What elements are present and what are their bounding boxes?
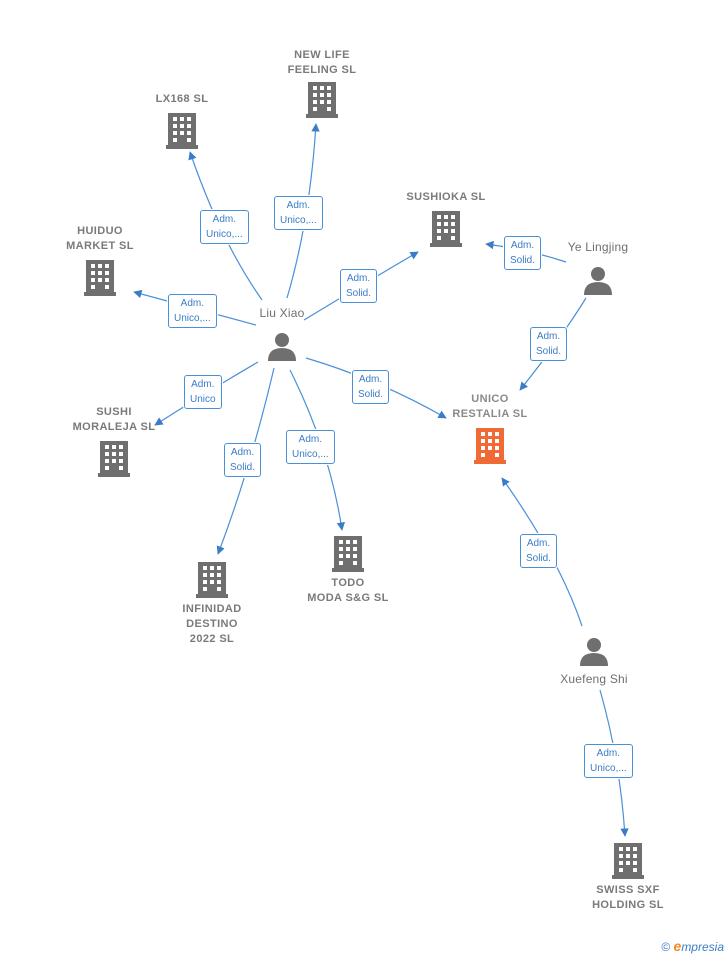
brand-e: e [673, 938, 682, 954]
edge-label-liu-sushi[interactable]: Adm. Unico [184, 375, 222, 409]
node-label: INFINIDAD DESTINO 2022 SL [182, 603, 242, 645]
building-icon [612, 843, 644, 879]
building-icon [84, 260, 116, 296]
edge-label-liu-unico[interactable]: Adm. Solid. [352, 370, 390, 404]
building-icon [196, 562, 228, 598]
person-icon [584, 267, 612, 295]
node-new-life-feeling[interactable]: NEW LIFE FEELING SL [272, 48, 372, 118]
node-huiduo-market[interactable]: HUIDUO MARKET SL [50, 224, 150, 296]
edge-label-liu-infinidad[interactable]: Adm. Solid. [224, 443, 262, 477]
node-lx168[interactable]: LX168 SL [132, 92, 232, 149]
building-icon [430, 211, 462, 247]
copyright-icon: © [661, 940, 671, 954]
node-label: Liu Xiao [259, 306, 305, 320]
node-label: NEW LIFE FEELING SL [287, 49, 357, 76]
person-icon [580, 638, 608, 666]
edge-label-xuefeng-unico[interactable]: Adm. Solid. [520, 534, 558, 568]
edge-label-liu-todo[interactable]: Adm. Unico,... [286, 430, 335, 464]
node-label: SWISS SXF HOLDING SL [592, 884, 664, 911]
edge-label-ye-unico[interactable]: Adm. Solid. [530, 327, 568, 361]
node-label: Xuefeng Shi [560, 672, 628, 686]
brand-rest: mpresia [681, 940, 724, 954]
building-icon [332, 536, 364, 572]
node-todo-moda[interactable]: TODO MODA S&G SL [296, 536, 400, 606]
building-icon [98, 441, 130, 477]
node-label: UNICO RESTALIA SL [452, 393, 528, 420]
node-label: TODO MODA S&G SL [307, 577, 389, 604]
node-sushioka[interactable]: SUSHIOKA SL [396, 190, 496, 247]
building-icon [166, 113, 198, 149]
node-label: SUSHI MORALEJA SL [72, 406, 156, 433]
edge-label-liu-lx168[interactable]: Adm. Unico,... [200, 210, 249, 244]
person-icon [268, 333, 296, 361]
edge-label-xuefeng-swiss[interactable]: Adm. Unico,... [584, 744, 633, 778]
node-label: SUSHIOKA SL [406, 191, 486, 203]
node-liu-xiao[interactable]: Liu Xiao [240, 306, 324, 361]
node-label: HUIDUO MARKET SL [66, 225, 134, 252]
node-sushi-moraleja[interactable]: SUSHI MORALEJA SL [62, 405, 166, 477]
node-xuefeng-shi[interactable]: Xuefeng Shi [546, 636, 642, 687]
node-infinidad-destino[interactable]: INFINIDAD DESTINO 2022 SL [162, 562, 262, 647]
edge-label-liu-newlife[interactable]: Adm. Unico,... [274, 196, 323, 230]
node-unico-restalia[interactable]: UNICO RESTALIA SL [438, 392, 542, 464]
node-swiss-sxf-holding[interactable]: SWISS SXF HOLDING SL [576, 843, 680, 913]
node-label: Ye Lingjing [567, 240, 629, 254]
building-icon [306, 82, 338, 118]
empresia-logo: © empresia [661, 938, 724, 954]
edge-label-liu-huiduo[interactable]: Adm. Unico,... [168, 294, 217, 328]
node-label: LX168 SL [155, 93, 209, 105]
edge-label-liu-sushioka[interactable]: Adm. Solid. [340, 269, 378, 303]
edge-label-ye-sushioka[interactable]: Adm. Solid. [504, 236, 542, 270]
node-ye-lingjing[interactable]: Ye Lingjing [552, 240, 644, 295]
building-icon [474, 428, 506, 464]
